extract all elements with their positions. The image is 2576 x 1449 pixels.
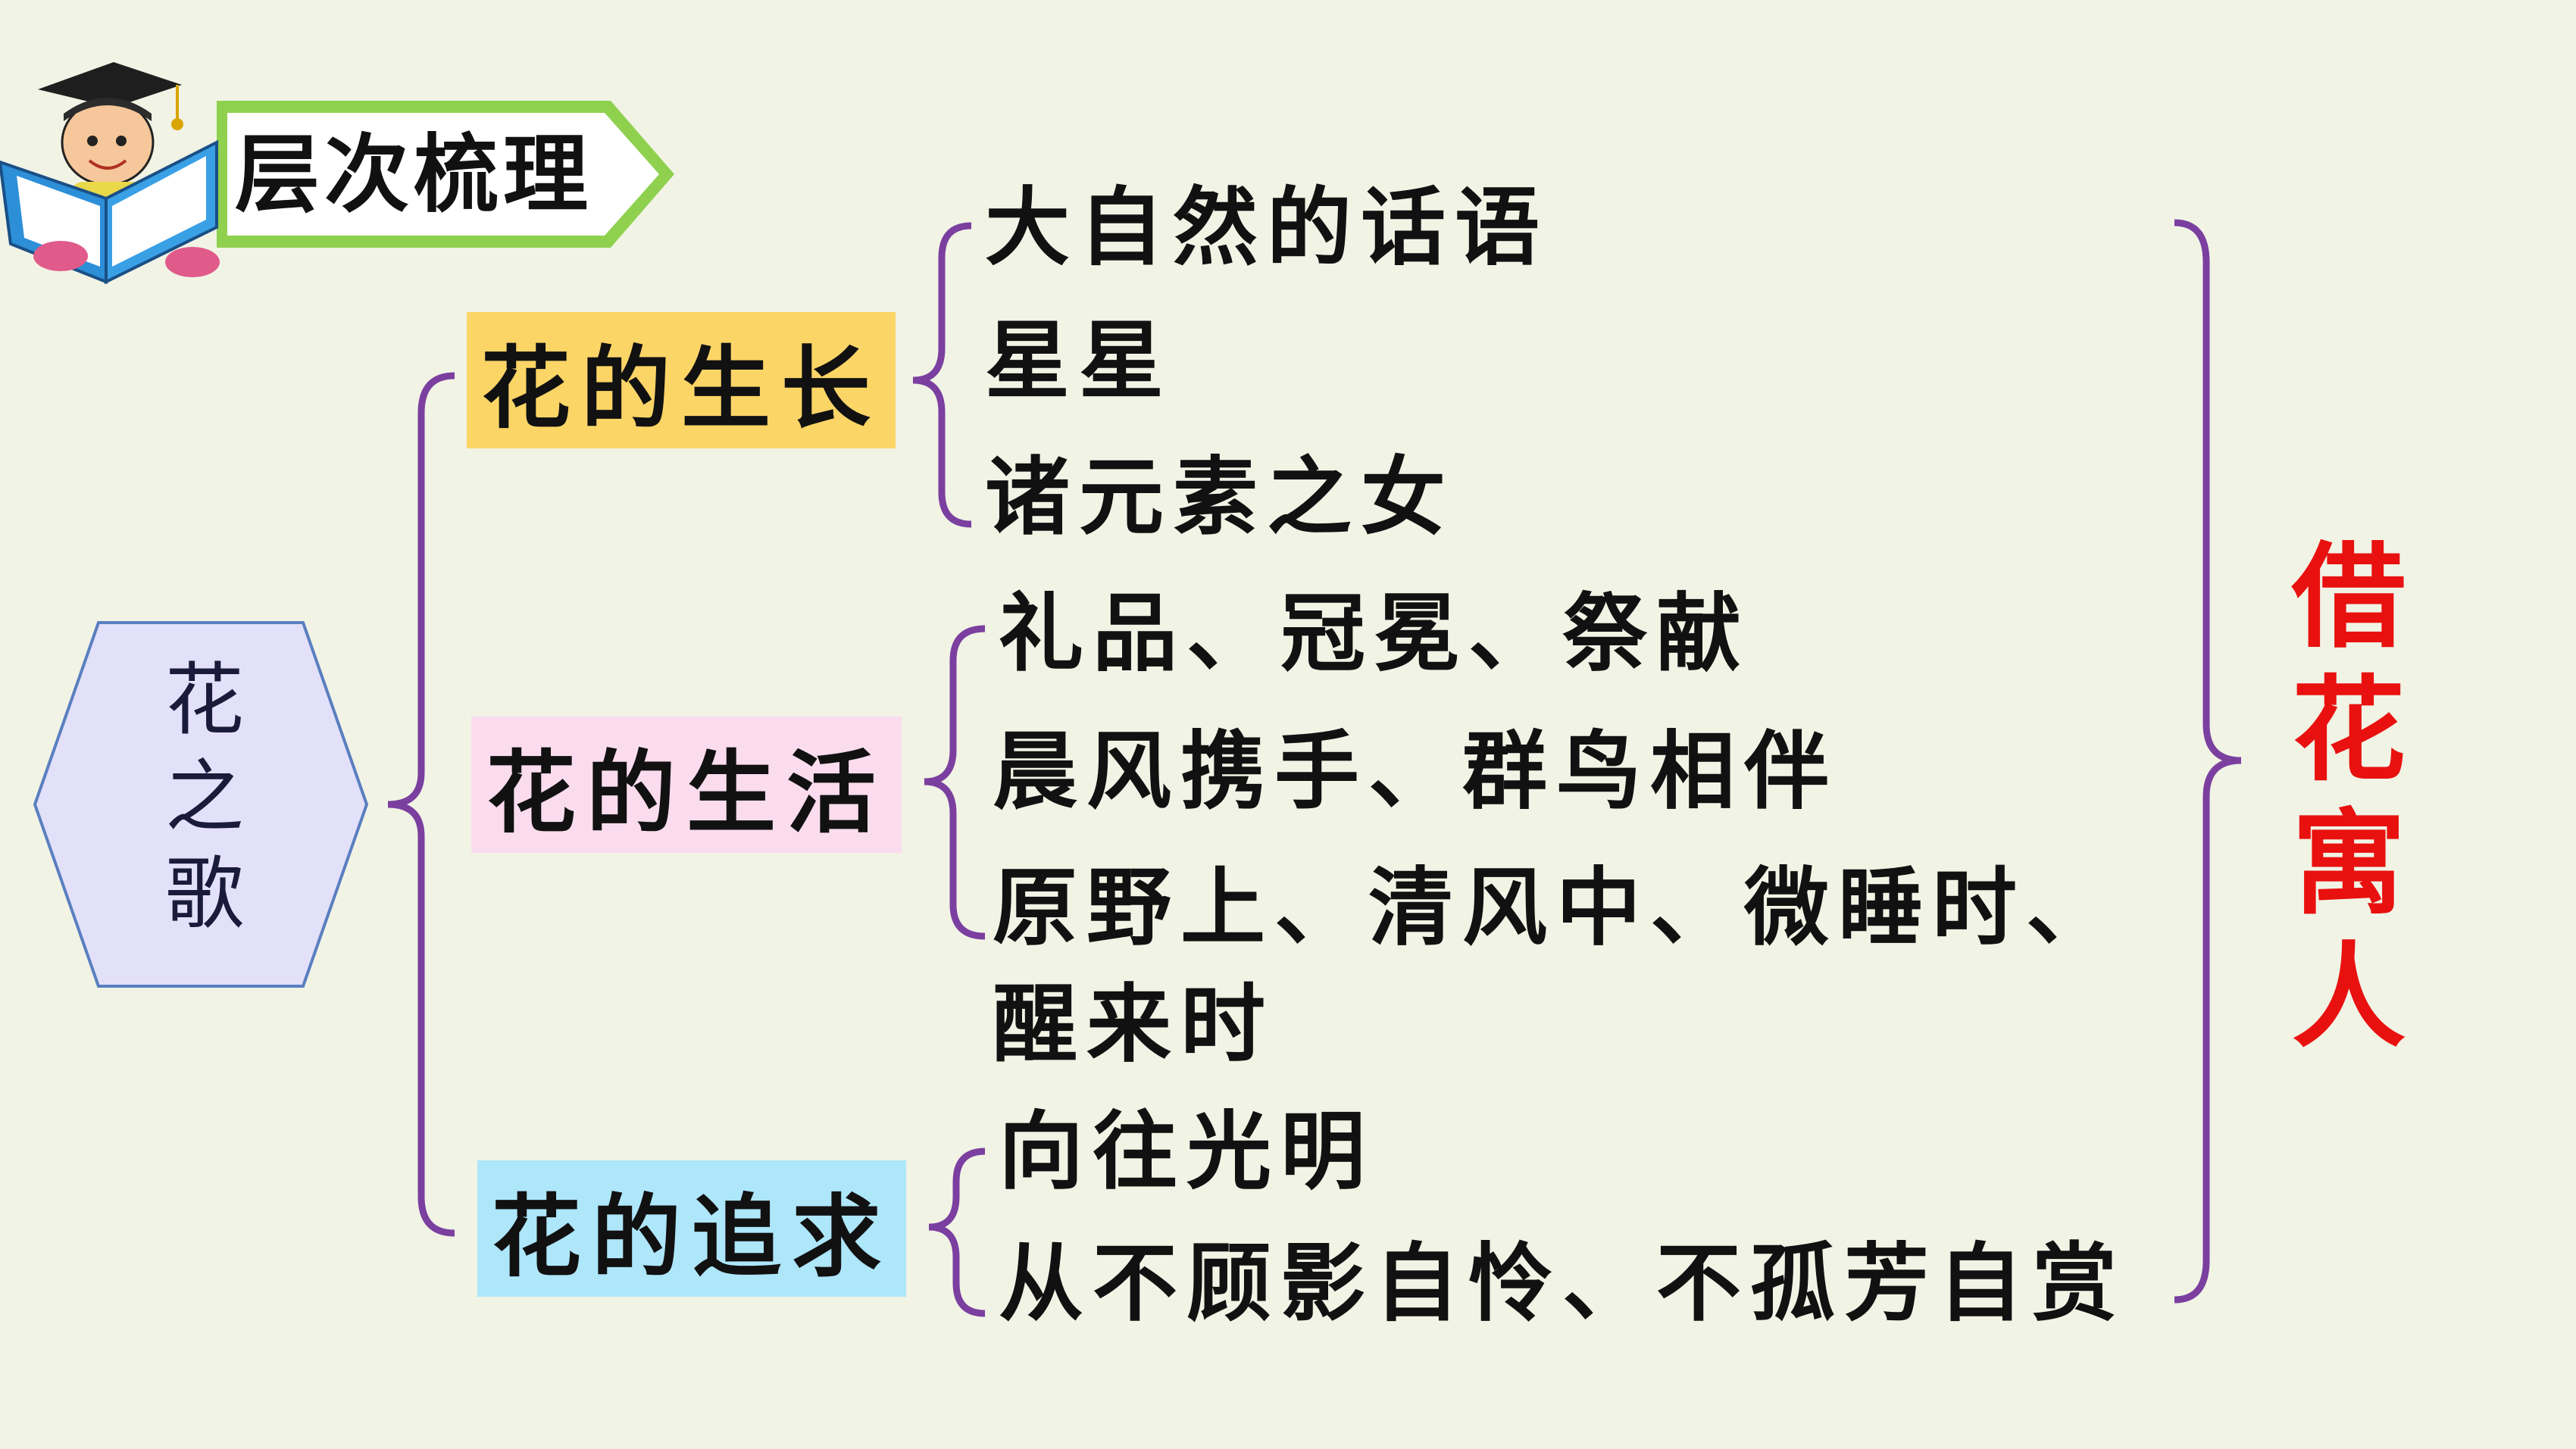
branch-bracket-pursuit	[928, 1148, 986, 1317]
branch-box-life: 花的生活	[471, 717, 902, 853]
branch-box-pursuit: 花的追求	[477, 1160, 906, 1297]
center-char: 歌	[164, 848, 244, 940]
leaf-item: 大自然的话语	[985, 178, 1549, 277]
summary-char: 人	[2291, 930, 2406, 1063]
branch-box-growth: 花的生长	[467, 312, 896, 448]
summary-char: 寓	[2291, 797, 2406, 930]
center-hexagon	[33, 621, 369, 988]
leaf-item: 原野上、清风中、微睡时、	[993, 858, 2120, 957]
center-topic: 花 之 歌	[114, 651, 295, 942]
summary-bracket	[2174, 219, 2242, 1304]
main-bracket	[387, 372, 455, 1237]
leaf-item: 从不顾影自怜、不孤芳自赏	[999, 1234, 2126, 1333]
leaf-item: 向往光明	[999, 1102, 1374, 1201]
summary-theme: 借 花 寓 人	[2273, 530, 2424, 1063]
center-char: 之	[164, 751, 244, 843]
summary-char: 花	[2291, 664, 2406, 797]
leaf-item: 诸元素之女	[985, 448, 1455, 547]
reading-student-icon	[0, 62, 220, 285]
leaf-item: 星星	[985, 311, 1173, 411]
leaf-item: 礼品、冠冕、祭献	[999, 584, 1750, 683]
branch-bracket-growth	[912, 222, 972, 528]
leaf-item: 醒来时	[993, 975, 1274, 1074]
summary-char: 借	[2291, 530, 2406, 664]
title-ribbon	[217, 101, 674, 248]
center-char: 花	[164, 654, 244, 746]
branch-bracket-life	[924, 625, 986, 940]
section-title: 层次梳理	[235, 126, 592, 224]
leaf-item: 晨风携手、群鸟相伴	[993, 722, 1838, 821]
